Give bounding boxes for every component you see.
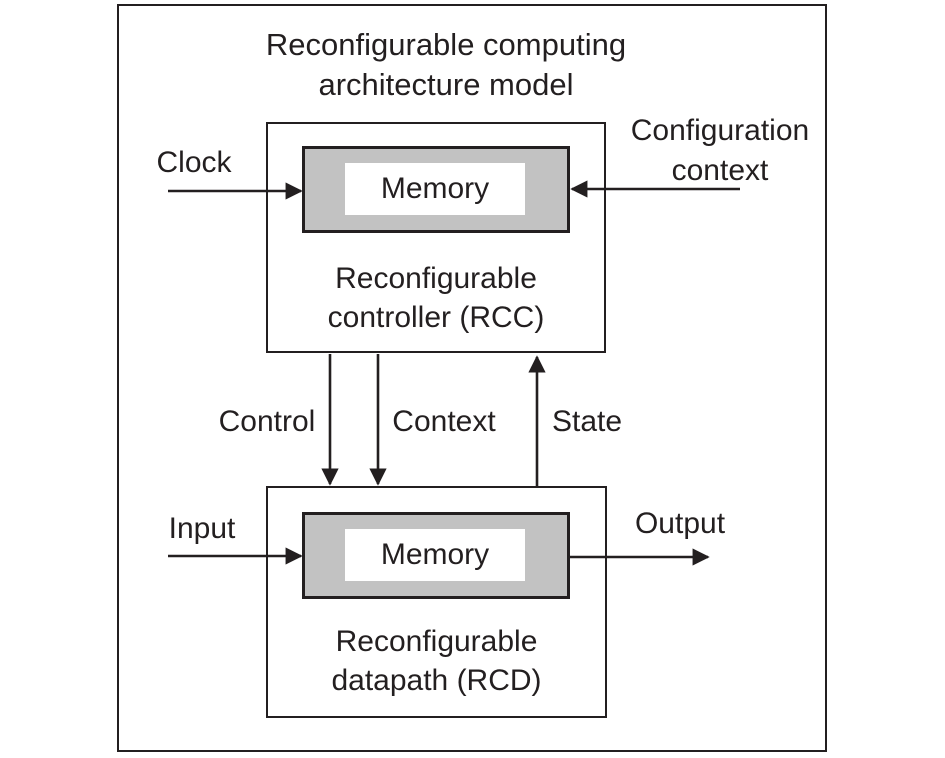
diagram-title: Reconfigurable computing architecture mo… [246,25,646,105]
rcc-memory-label: Memory [380,172,490,205]
rcd-memory-label: Memory [380,538,490,571]
rcd-memory-panel: Memory [345,529,525,581]
clock-label: Clock [156,146,232,179]
context-label: Context [392,405,496,438]
rcd-block-label-line1: Reconfigurable [335,625,538,658]
control-label: Control [218,405,316,438]
state-label: State [551,405,623,438]
rcc-block-label-line1: Reconfigurable [335,262,537,295]
rcd-block-label: Reconfigurable datapath (RCD) [266,622,607,700]
rcc-block-label-line2: controller (RCC) [327,301,545,334]
diagram-title-line2: architecture model [318,67,574,102]
rcd-block-label-line2: datapath (RCD) [331,664,542,697]
outer-border [117,4,827,752]
configuration-context-label-line1: Configuration [630,114,810,147]
rcc-block-label: Reconfigurable controller (RCC) [266,259,606,337]
output-label: Output [634,507,726,540]
input-label: Input [168,512,236,545]
rcc-memory-panel: Memory [345,163,525,215]
diagram-title-line1: Reconfigurable computing [265,27,627,62]
configuration-context-label-line2: context [671,154,769,187]
configuration-context-label: Configuration context [615,111,825,191]
